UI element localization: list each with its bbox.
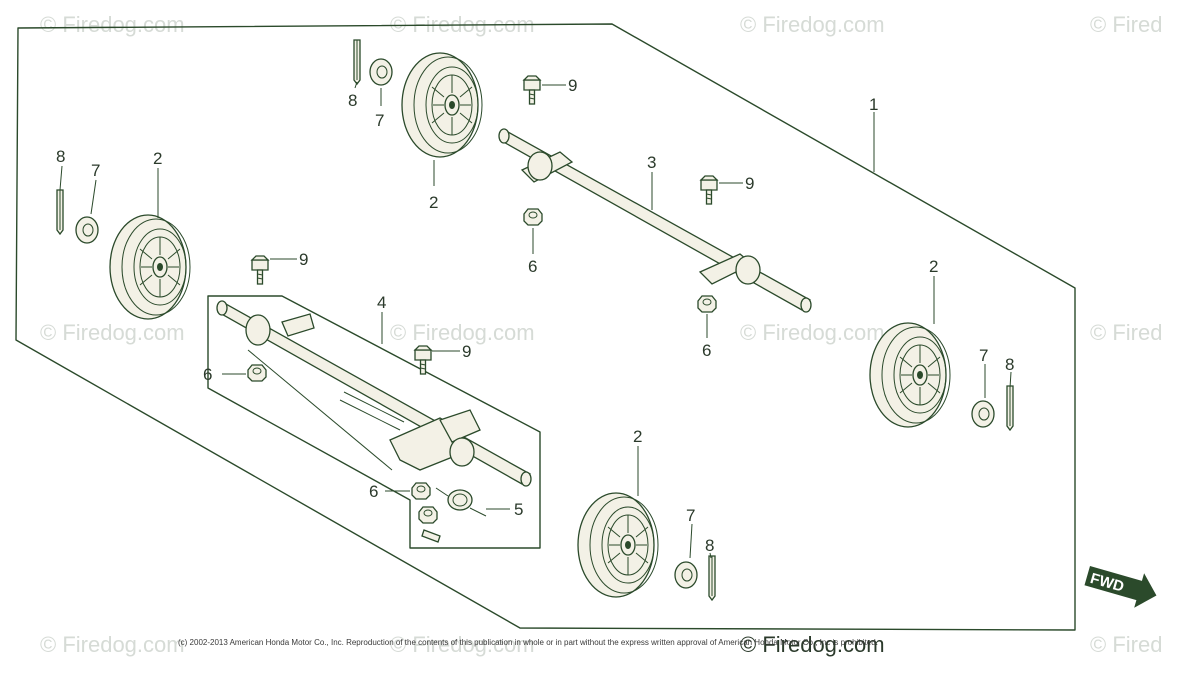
bolt [700,175,718,205]
front-axle [216,300,532,487]
watermark-layer: © Firedog.com © Firedog.com © Firedog.co… [40,12,1162,657]
callout-7: 7 [979,346,988,365]
nut [523,208,543,226]
watermark-text: © Firedog.com [740,632,885,657]
cotter-pin [56,189,64,235]
callout-2: 2 [153,149,162,168]
callout-2: 2 [633,427,642,446]
washer [369,58,393,86]
watermark-text: © Firedog.com [740,12,885,37]
nut [697,295,717,313]
callout-9: 9 [745,174,754,193]
callout-9: 9 [462,342,471,361]
callout-9: 9 [568,76,577,95]
callout-8: 8 [705,536,714,555]
nut [411,482,431,500]
bolt [251,255,269,285]
callout-8: 8 [348,91,357,110]
assembly-outline [15,23,1076,631]
callout-numbers: 1 2 2 2 2 3 4 5 6 6 6 6 7 7 7 7 8 8 8 8 … [56,76,1014,555]
callout-8: 8 [1005,355,1014,374]
spring-part [435,487,487,517]
watermark-text: © Fired [1090,632,1162,657]
watermark-text: © Fired [1090,12,1162,37]
callout-6: 6 [702,341,711,360]
watermark-text: © Firedog.com [40,12,185,37]
wheel [401,52,483,158]
cotter-pin [353,39,361,85]
callout-1: 1 [869,95,878,114]
washer [674,561,698,589]
callout-7: 7 [686,506,695,525]
callout-7: 7 [375,111,384,130]
nut [247,364,267,382]
callout-9: 9 [299,250,308,269]
washer [75,216,99,244]
callout-2: 2 [929,257,938,276]
watermark-text: © Firedog.com [40,320,185,345]
callout-3: 3 [647,153,656,172]
watermark-text: © Firedog.com [740,320,885,345]
callout-6: 6 [528,257,537,276]
wheel [577,492,659,598]
callout-2: 2 [429,193,438,212]
callout-8: 8 [56,147,65,166]
fwd-label: FWD [1088,570,1126,596]
watermark-text: © Firedog.com [390,320,535,345]
watermark-text: © Fired [1090,320,1162,345]
bolt [523,75,541,105]
cotter-pin [1006,385,1014,431]
callout-7: 7 [91,161,100,180]
leader-lines [59,81,1012,559]
small-pin [421,529,441,543]
rear-axle [498,128,812,313]
bolt [414,345,432,375]
watermark-text: © Firedog.com [390,632,535,657]
wheel [109,214,191,320]
forward-direction-arrow: FWD [1084,566,1157,608]
washer [971,400,995,428]
wheel [869,322,951,428]
callout-6: 6 [203,365,212,384]
callout-6: 6 [369,482,378,501]
watermark-text: © Firedog.com [40,632,185,657]
callout-4: 4 [377,293,386,312]
copyright-notice: (c) 2002-2013 American Honda Motor Co., … [178,638,878,647]
callout-5: 5 [514,500,523,519]
small-nut [418,506,438,524]
cotter-pin [708,555,716,601]
detail-box [207,295,541,549]
